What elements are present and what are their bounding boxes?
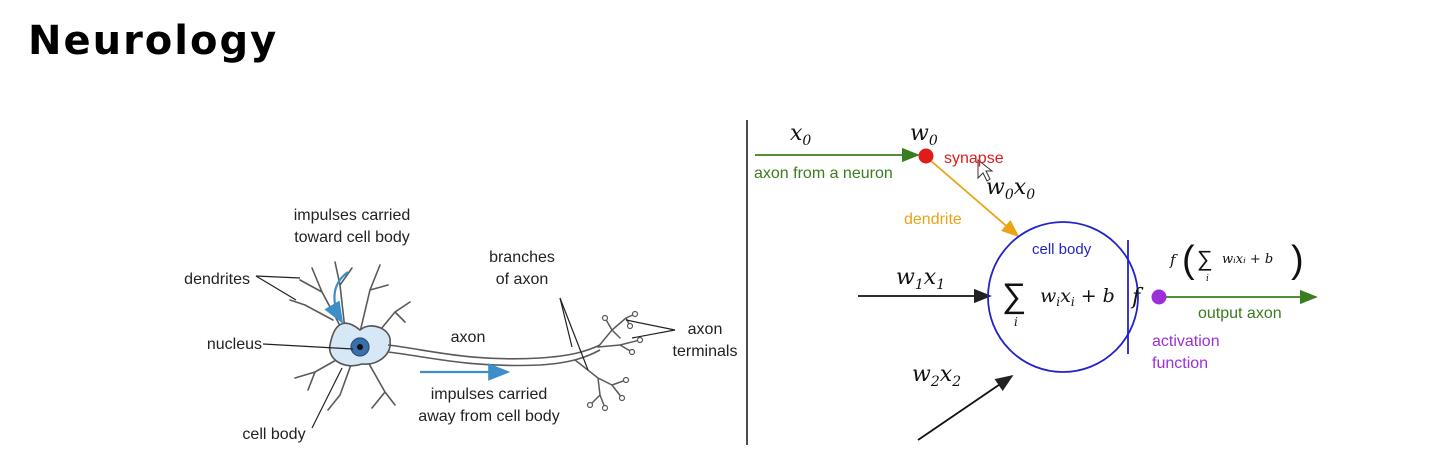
label-x0: x0 (790, 121, 811, 149)
neuron-axon (387, 344, 601, 367)
activation-dot (1151, 289, 1167, 305)
output-sum-sign: ∑ (1197, 246, 1213, 271)
label-w2x2: w2x2 (912, 362, 961, 390)
label-branches-1: branches (489, 249, 555, 266)
label-axon-terminals-2: terminals (673, 343, 738, 360)
label-impulses-toward-1: impulses carried (294, 207, 410, 224)
label-activation-2: function (1152, 355, 1208, 372)
impulse-toward-arrow (324, 271, 349, 324)
axon-terminal-buttons (586, 310, 644, 412)
label-output-axon: output axon (1198, 305, 1282, 322)
label-synapse: synapse (944, 150, 1004, 167)
summation-sign: ∑ (1002, 277, 1026, 315)
synapse-dot (918, 148, 934, 164)
label-activation-1: activation (1152, 333, 1220, 350)
label-impulses-away-1: impulses carried (431, 386, 547, 403)
cell-body-circle (987, 221, 1139, 373)
summation-index: i (1014, 315, 1018, 329)
output-term: wᵢxᵢ + b (1222, 252, 1273, 267)
label-cell-body: cell body (242, 426, 305, 443)
biological-neuron-diagram: impulses carried toward cell body dendri… (184, 207, 737, 443)
label-pointers (255, 275, 676, 429)
dendrite-line (929, 159, 1020, 238)
output-formula: f ( ∑ i wᵢxᵢ + b ) (1169, 239, 1304, 284)
activation-f-symbol: f (1130, 285, 1144, 310)
summation-term: wixi + b (1040, 285, 1115, 309)
label-axon-terminals-1: axon (688, 321, 723, 338)
page-title: Neurology (28, 18, 279, 64)
label-axon-from-neuron: axon from a neuron (754, 165, 893, 182)
output-open-paren: ( (1182, 239, 1195, 281)
output-f: f (1169, 251, 1178, 269)
output-close-paren: ) (1291, 239, 1304, 281)
output-sum-index: i (1206, 274, 1209, 284)
input-w2x2-line (917, 374, 1014, 441)
label-dendrite: dendrite (904, 211, 962, 228)
label-impulses-away-2: away from cell body (418, 408, 559, 425)
label-w1x1: w1x1 (896, 265, 945, 293)
label-w0x0: w0x0 (986, 175, 1035, 203)
mouse-cursor-icon (977, 158, 994, 182)
nucleolus (357, 344, 363, 350)
label-branches-2: of axon (496, 271, 548, 288)
mathematical-neuron-model: x0 w0 synapse axon from a neuron w0x0 de… (754, 121, 1318, 441)
label-dendrites: dendrites (184, 271, 250, 288)
label-w0: w0 (910, 121, 938, 149)
label-cell-body: cell body (1032, 241, 1092, 258)
label-axon: axon (451, 329, 486, 346)
label-nucleus: nucleus (207, 336, 262, 353)
label-impulses-toward-2: toward cell body (294, 229, 410, 246)
